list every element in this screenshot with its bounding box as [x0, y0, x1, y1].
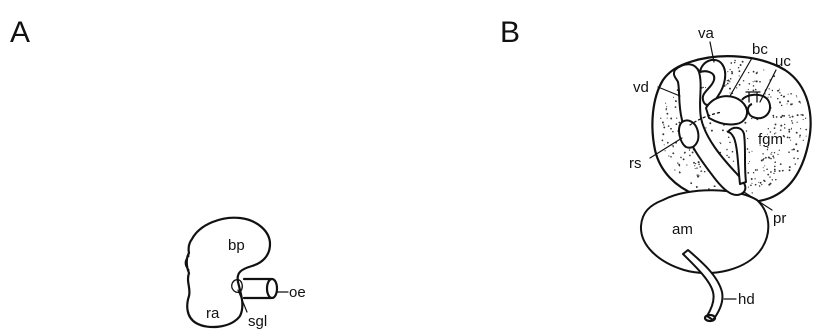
label-bc: bc [752, 41, 768, 58]
uterine-peg [745, 91, 761, 103]
duct-complex [672, 63, 747, 196]
label-rs: rs [629, 155, 642, 172]
albumen-gland [639, 189, 770, 274]
panel-a-left-bulge [184, 255, 190, 271]
leader-uc [759, 69, 777, 103]
panel-a-letter: A [10, 16, 30, 49]
receptaculum-seminis [678, 119, 700, 149]
hermaphrodite-duct-tip [703, 313, 717, 323]
leader-pr [743, 191, 773, 211]
prostate-duct [727, 126, 747, 185]
label-ra: ra [206, 305, 220, 322]
leader-bc [729, 57, 753, 97]
panel-a-oesophagus-tube [242, 277, 273, 300]
label-sgl: sgl [248, 313, 267, 330]
label-hd: hd [738, 291, 755, 308]
label-vd: vd [633, 79, 649, 96]
label-uc: uc [775, 53, 791, 70]
panel-b: B va [500, 16, 812, 323]
label-va: va [698, 25, 715, 42]
panel-a: A bp oe ra sgl [10, 16, 306, 330]
leader-va [709, 41, 715, 63]
leader-vd [657, 86, 681, 97]
label-oe: oe [289, 284, 306, 301]
label-bp: bp [228, 237, 245, 254]
bursa-copulatrix [705, 95, 748, 126]
panel-b-letter: B [500, 16, 520, 49]
panel-a-oesophagus-opening [265, 277, 279, 300]
label-am: am [672, 221, 693, 238]
label-pr: pr [773, 210, 786, 227]
leader-rs [649, 137, 683, 159]
label-fgm: fgm [758, 131, 783, 148]
panel-a-salivary-gland [231, 279, 243, 293]
vas-deferens-dotted [689, 111, 723, 126]
leader-sgl [237, 289, 248, 313]
panel-a-organ-outline [185, 216, 272, 329]
